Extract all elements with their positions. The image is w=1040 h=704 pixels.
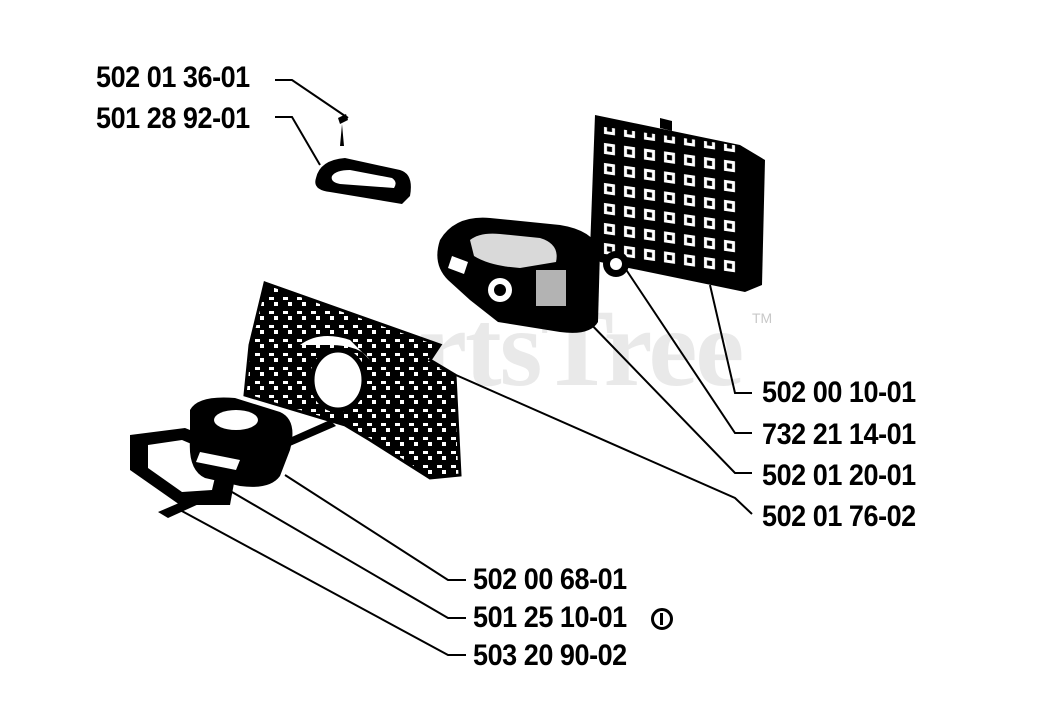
leader-p4 [624, 267, 752, 434]
part-number-label[interactable]: 502 00 10-01 [762, 376, 916, 409]
air-filter-part [590, 115, 765, 292]
part-number-label[interactable]: 503 20 90-02 [473, 639, 627, 672]
leader-p2 [275, 116, 321, 166]
leader-lines [179, 79, 753, 656]
screw-part [338, 114, 348, 146]
part-number-label[interactable]: 501 28 92-01 [96, 102, 250, 135]
leader-p1 [275, 79, 349, 119]
intake-plate-part [243, 281, 462, 480]
footnote-circle-icon [651, 608, 673, 630]
part-number-label[interactable]: 502 00 68-01 [473, 563, 627, 596]
part-number-label[interactable]: 501 25 10-01 [473, 601, 627, 634]
part-number-label[interactable]: 502 01 36-01 [96, 61, 250, 94]
part-number-label[interactable]: 502 01 76-02 [762, 500, 916, 533]
leader-p3 [709, 284, 752, 394]
nut-part [603, 251, 629, 277]
gasket-part [315, 158, 411, 204]
part-number-label[interactable]: 502 01 20-01 [762, 459, 916, 492]
watermark-trademark: TM [752, 310, 773, 326]
leader-p9 [179, 509, 466, 656]
rod-part [158, 420, 336, 518]
leader-p6 [439, 367, 753, 515]
carburetor-part [437, 217, 600, 333]
intake-adapter-part [189, 397, 293, 487]
part-number-label[interactable]: 732 21 14-01 [762, 418, 916, 451]
leader-p8 [231, 491, 466, 619]
leader-p5 [584, 317, 752, 474]
leader-p7 [284, 474, 466, 581]
